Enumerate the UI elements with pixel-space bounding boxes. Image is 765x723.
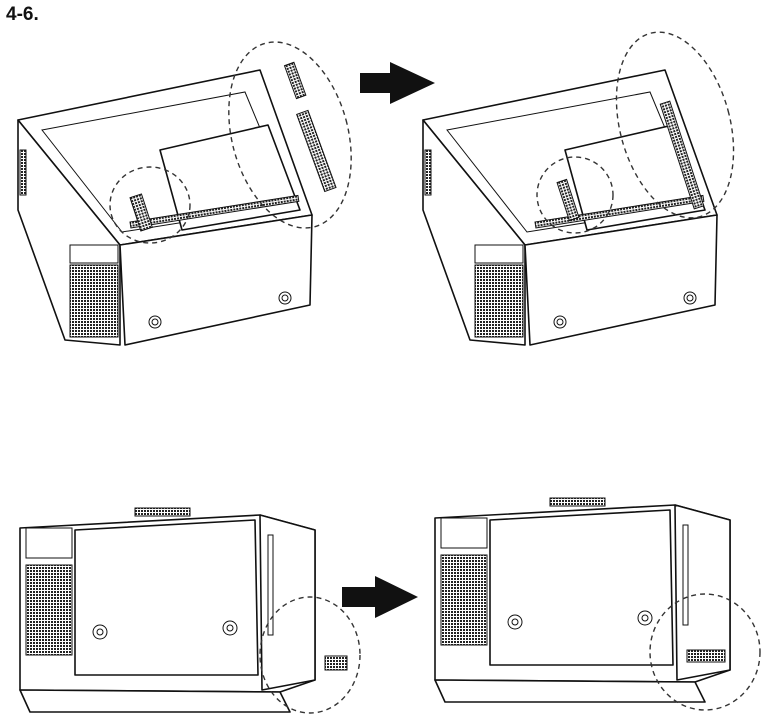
figure-bottom-before	[19, 507, 361, 714]
grease-filter-small	[129, 193, 153, 232]
highlight-circle	[259, 596, 361, 714]
highlight-circle	[649, 593, 761, 711]
highlight-circle	[109, 166, 191, 244]
right-arrow-icon	[360, 62, 435, 104]
step-label: 4-6.	[6, 4, 39, 25]
grease-filter-bottom	[686, 649, 726, 663]
grease-filter-top	[283, 61, 307, 100]
figure-top-before	[17, 41, 352, 346]
highlight-circle	[536, 156, 614, 234]
right-arrow-icon	[342, 576, 418, 618]
grease-filter-bottom	[324, 655, 348, 671]
grease-filter-small	[556, 178, 580, 222]
highlight-circle	[228, 41, 352, 229]
grease-filter-long	[659, 100, 705, 210]
figure-bottom-after	[434, 497, 761, 711]
figure-top-after	[422, 31, 735, 346]
grease-filter-long	[296, 109, 337, 193]
highlight-circle	[615, 31, 735, 219]
